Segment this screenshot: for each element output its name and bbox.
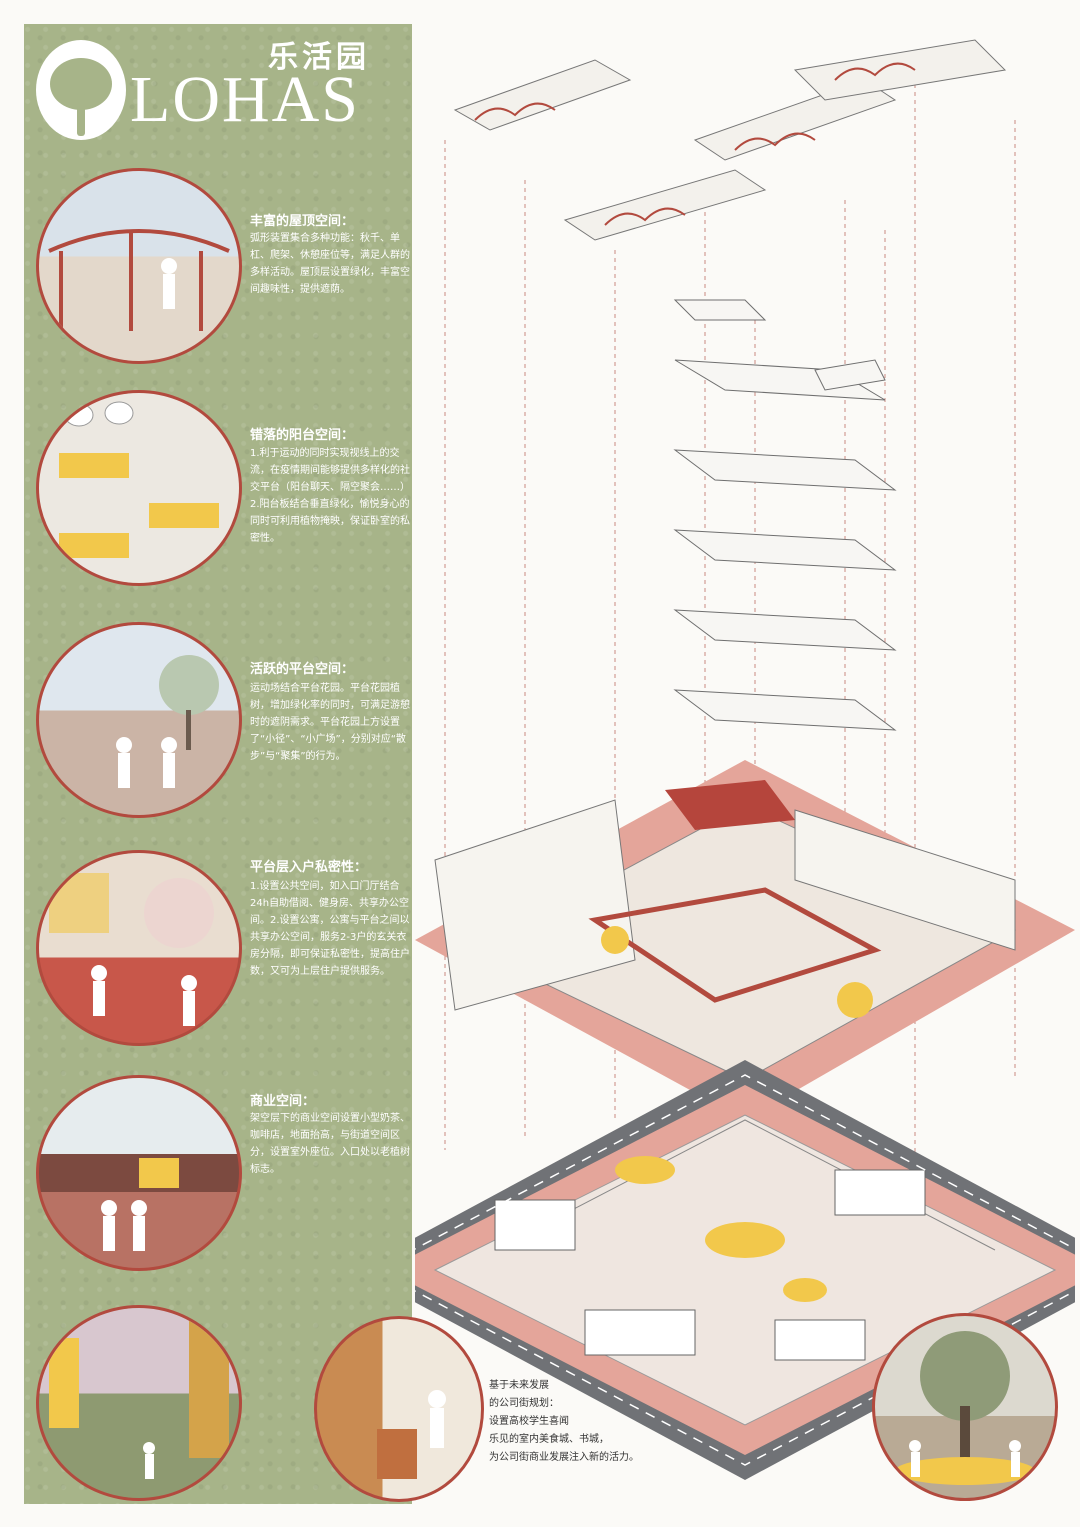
courtyard-tree-illustration: [872, 1313, 1058, 1501]
indoor-food-court-illustration: [314, 1316, 484, 1502]
exploded-axonometric-diagram: [415, 39, 1075, 1480]
section-title-commercial: 商业空间：: [250, 1094, 316, 1109]
roof-modules: [453, 39, 1007, 241]
floor-plates: [673, 299, 897, 731]
section-body-balcony: 1.利于运动的同时实现视线上的交流，在疫情期间能够提供多样化的社交平台（阳台聊天…: [250, 448, 410, 544]
street-view-illustration: [36, 1305, 242, 1501]
note-line: 基于未来发展: [489, 1380, 549, 1391]
section-body-roof: 弧形装置集合多种功能：秋千、单杠、爬架、休憩座位等，满足人群的多样活动。屋顶层设…: [250, 233, 410, 295]
balcony-space-illustration: [36, 390, 242, 586]
podium-level: [415, 760, 1075, 1120]
section-title-balcony: 错落的阳台空间：: [250, 428, 355, 443]
future-development-note: 基于未来发展 的公司街规划： 设置高校学生喜闻 乐见的室内美食城、书城， 为公司…: [489, 1377, 689, 1467]
section-body-commercial: 架空层下的商业空间设置小型奶茶、咖啡店，地面抬高，与街道空间区分，设置室外座位。…: [250, 1113, 410, 1175]
section-title-entry: 平台层入户私密性：: [250, 860, 368, 875]
note-line: 为公司街商业发展注入新的活力。: [489, 1452, 639, 1463]
logo-cn-title: 乐活园: [268, 40, 370, 75]
section-title-roof: 丰富的屋顶空间：: [250, 214, 355, 229]
tree-trunk-icon: [77, 92, 85, 136]
note-line: 设置高校学生喜闻: [489, 1416, 569, 1427]
note-line: 乐见的室内美食城、书城，: [489, 1434, 609, 1445]
section-title-platform: 活跃的平台空间：: [250, 662, 355, 677]
commercial-space-illustration: [36, 1075, 242, 1271]
platform-space-illustration: [36, 622, 242, 818]
note-line: 的公司街规划：: [489, 1398, 559, 1409]
roof-space-illustration: [36, 168, 242, 364]
section-body-entry: 1.设置公共空间，如入口门厅结合24h自助借阅、健身房、共享办公空间。2.设置公…: [250, 881, 410, 977]
private-entry-illustration: [36, 850, 242, 1046]
logo-en-title: LOHAS: [130, 63, 361, 136]
section-body-platform: 运动场结合平台花园。平台花园植树，增加绿化率的同时，可满足游憩时的遮阴需求。平台…: [250, 683, 410, 762]
